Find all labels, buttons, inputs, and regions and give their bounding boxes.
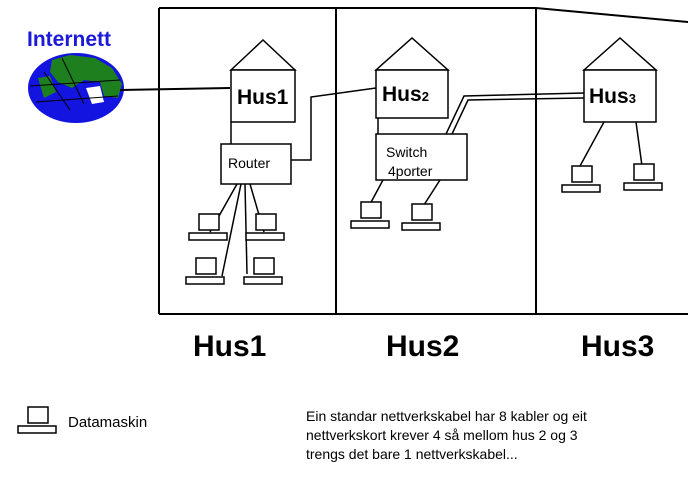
hus1-house-label: Hus1 [237,86,289,109]
region-label-hus2: Hus2 [386,330,459,363]
computer-icon [350,201,390,229]
hus3-house-icon [582,36,658,123]
computer-icon [243,257,283,285]
hus2-house-icon [374,36,450,119]
computer-icon [185,257,225,285]
switch-label-line1: Switch [386,144,427,160]
note-line-1: Ein standar nettverkskabel har 8 kabler … [306,408,587,424]
note-line-3: trengs det bare 1 nettverkskabel... [306,446,518,462]
computer-icon [623,163,663,191]
switch-box [375,133,468,181]
internet-cable [119,87,231,91]
switch-label-line2: 4porter [388,163,433,179]
computer-icon [401,203,441,231]
internet-globe-icon [28,53,124,123]
router-box [220,143,292,185]
region-label-hus3: Hus3 [581,330,654,363]
computer-icon [188,213,228,241]
router-label: Router [228,155,270,171]
hus3-cables [579,121,643,167]
region-label-hus1: Hus1 [193,330,266,363]
legend-label: Datamaskin [68,414,147,431]
note-line-2: nettverkskort krever 4 så mellom hus 2 o… [306,427,578,443]
computer-icon [245,213,285,241]
hus1-house-icon [229,38,297,123]
internet-label: Internett [27,28,111,51]
legend-computer-icon [17,406,57,434]
building-frames [158,7,688,315]
computer-icon [561,165,601,193]
hus2-house-label: Hus2 [382,83,429,106]
switch-cables [368,92,585,209]
hus3-house-label: Hus3 [589,85,636,108]
